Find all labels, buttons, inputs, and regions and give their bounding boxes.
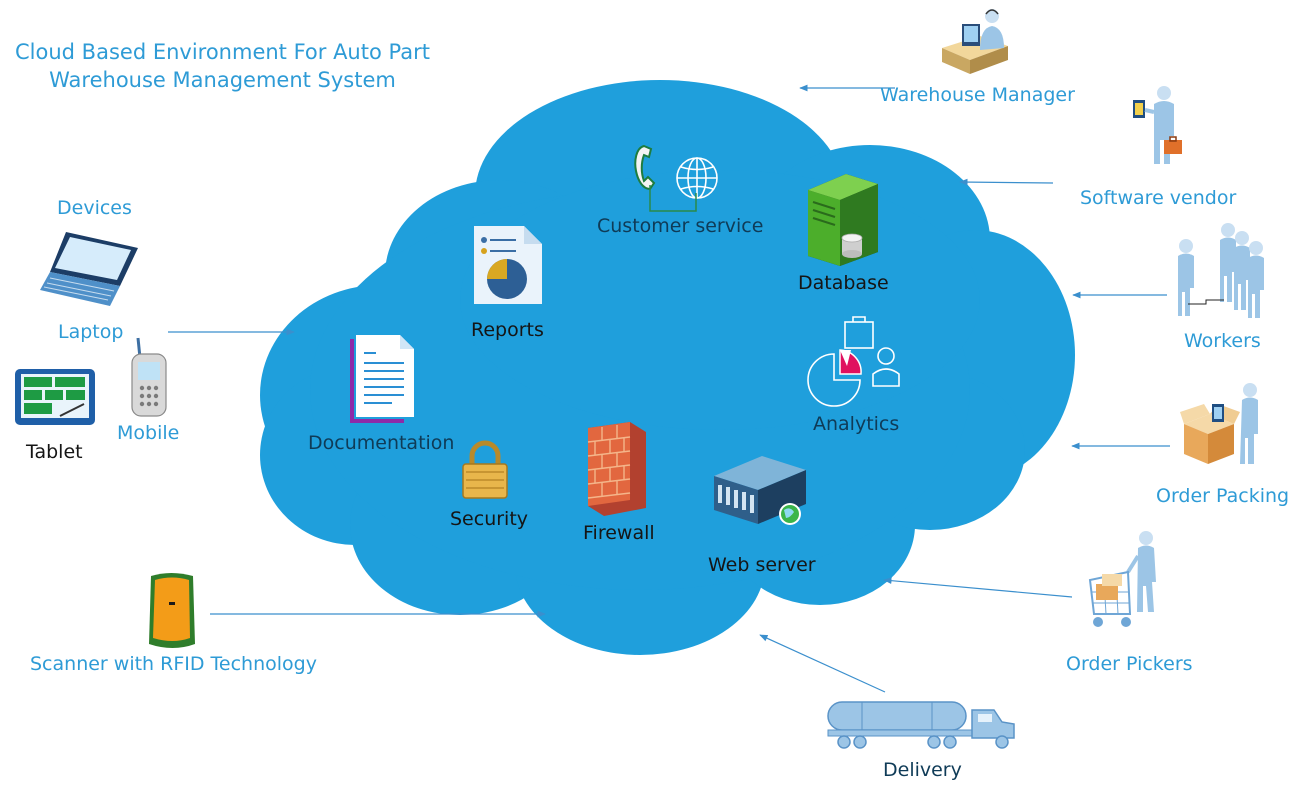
analytics-label: Analytics — [813, 413, 900, 435]
tanker-truck-icon — [827, 701, 1015, 749]
title-line-2: Warehouse Management System — [49, 68, 396, 92]
connector-arrows — [168, 84, 1170, 693]
phone-globe-link — [649, 185, 697, 212]
report-icon — [474, 226, 542, 304]
analytics-icon — [807, 316, 900, 407]
firewall-icon — [587, 422, 646, 516]
mobile-phone-icon — [131, 337, 167, 417]
manager-at-desk-icon — [942, 9, 1008, 74]
customer-service-label: Customer service — [597, 215, 764, 237]
order-packing-label: Order Packing — [1156, 485, 1290, 507]
diagram-title: Cloud Based Environment For Auto Part Wa… — [10, 38, 435, 94]
security-label: Security — [450, 508, 529, 530]
packing-person-icon — [1180, 383, 1258, 464]
delivery-label: Delivery — [883, 759, 962, 781]
workers-group-icon — [1178, 223, 1264, 318]
documentation-label: Documentation — [308, 432, 455, 454]
vendor-person-icon — [1133, 86, 1182, 164]
devices-label: Devices — [57, 197, 132, 219]
picker-cart-icon — [1088, 531, 1156, 627]
scanner-label: Scanner with RFID Technology — [30, 653, 317, 675]
padlock-icon — [462, 440, 508, 499]
tablet-icon — [15, 369, 95, 425]
database-label: Database — [798, 272, 889, 294]
order-pickers-label: Order Pickers — [1066, 653, 1193, 675]
mobile-label: Mobile — [117, 422, 180, 444]
document-icon — [350, 335, 414, 423]
software-vendor-label: Software vendor — [1080, 187, 1237, 209]
workers-label: Workers — [1184, 330, 1261, 352]
warehouse-manager-label: Warehouse Manager — [880, 84, 1075, 106]
database-server-icon — [808, 174, 878, 266]
laptop-label: Laptop — [58, 321, 124, 343]
laptop-icon — [40, 232, 138, 306]
tablet-label: Tablet — [26, 441, 83, 463]
arrow-delivery — [759, 634, 886, 693]
title-line-1: Cloud Based Environment For Auto Part — [15, 40, 430, 64]
web-server-label: Web server — [708, 554, 816, 576]
rfid-scanner-icon — [149, 573, 195, 648]
firewall-label: Firewall — [583, 522, 655, 544]
arrow-software-vendor — [959, 178, 1054, 186]
reports-label: Reports — [471, 319, 544, 341]
web-server-icon — [714, 456, 806, 525]
arrow-order-pickers — [883, 577, 1073, 598]
phone-icon — [634, 144, 656, 191]
globe-icon — [676, 157, 718, 199]
